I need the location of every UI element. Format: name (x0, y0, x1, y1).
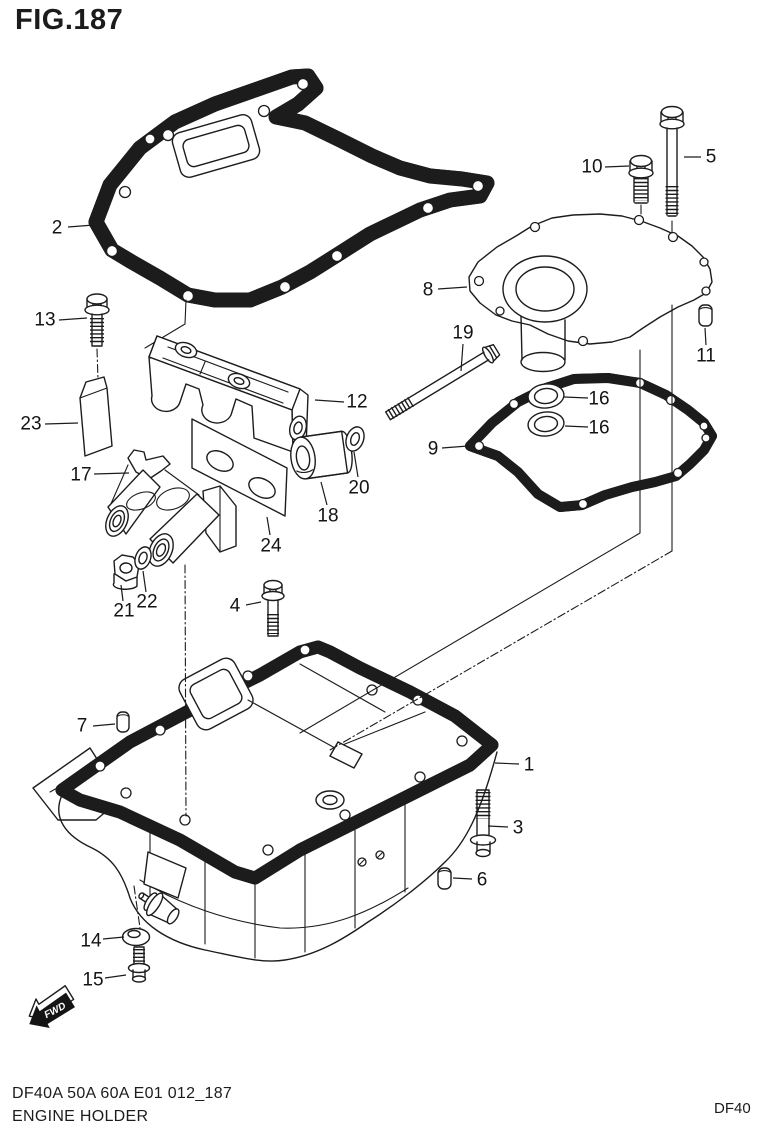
callout-leader-6 (452, 877, 473, 880)
footer-figure-title: ENGINE HOLDER (12, 1108, 149, 1125)
callout-leader-7 (92, 723, 116, 727)
pin-6-drawing (437, 867, 452, 890)
bolt-5-drawing (659, 105, 685, 217)
body-bolt-holes (94, 644, 468, 856)
part-number-24: 24 (260, 536, 282, 557)
part-number-15: 15 (82, 970, 103, 991)
callout-leader-16 (563, 396, 589, 399)
anode-14-drawing (121, 892, 180, 947)
part-number-19: 19 (452, 323, 473, 344)
centerline-14-15 (133, 885, 141, 929)
callout-leader-14 (102, 936, 125, 940)
centerline-13-23 (96, 348, 99, 381)
part-number-20: 20 (348, 478, 369, 499)
footer-model-codes: DF40A 50A 60A E01 012_187 (12, 1085, 233, 1102)
callout-leader-21 (120, 584, 124, 602)
callout-leader-13 (58, 317, 88, 321)
part-number-4: 4 (230, 596, 241, 617)
bolt-4-drawing (261, 579, 285, 637)
gasket-2-bolt-holes (105, 77, 485, 303)
seal-16-lower-drawing (527, 411, 565, 437)
engine-mount-12-drawing (148, 335, 309, 453)
part-number-5: 5 (706, 147, 717, 168)
gasket-9-drawing (465, 373, 717, 512)
callout-leader-11 (704, 327, 707, 346)
mount-plate-24-drawing (191, 418, 288, 517)
callout-leader-16 (564, 425, 589, 428)
seal-16-upper-drawing (527, 383, 565, 409)
alignment-lines (184, 204, 673, 817)
bolt-15-drawing (127, 946, 151, 983)
callout-leader-18 (320, 481, 328, 506)
pin-7-drawing (116, 711, 130, 733)
part-number-22: 22 (136, 592, 157, 613)
bolt-3-drawing (469, 789, 497, 858)
part-number-18: 18 (317, 506, 338, 527)
dowel-pin-11-drawing (698, 304, 713, 327)
body-skirt (58, 751, 498, 962)
callout-leader-20 (353, 451, 359, 478)
cover-plate-8-drawing (468, 213, 713, 373)
part-number-2: 2 (52, 218, 63, 239)
callout-leader-15 (104, 974, 127, 979)
part-number-13: 13 (34, 310, 55, 331)
plate-23-drawing (79, 376, 113, 457)
part-number-1: 1 (524, 755, 535, 776)
part-number-14: 14 (80, 931, 102, 952)
page-code: DF40 (714, 1100, 751, 1117)
part-number-23: 23 (20, 414, 41, 435)
callout-leader-12 (314, 399, 345, 403)
callout-leader-2 (67, 224, 95, 228)
part-number-3: 3 (513, 818, 524, 839)
callout-leader-10 (604, 165, 630, 168)
callout-leader-1 (494, 762, 520, 765)
part-number-16: 16 (588, 418, 609, 439)
callout-leader-23 (44, 422, 79, 425)
callout-leader-24 (266, 516, 271, 536)
callout-leader-19 (460, 343, 464, 372)
bushing-18-drawing (290, 430, 353, 480)
part-number-8: 8 (423, 280, 434, 301)
gasket-2-port-ring (171, 114, 261, 178)
part-number-11: 11 (696, 346, 716, 367)
fwd-arrow: FWD (28, 985, 75, 1029)
callout-leader-22 (142, 570, 147, 593)
callout-leader-3 (487, 825, 509, 828)
bolt-19-drawing (384, 343, 501, 421)
figure-number: FIG.187 (15, 4, 124, 36)
callout-leader-8 (437, 286, 468, 290)
engine-mount-17-drawing (105, 449, 237, 567)
engine-holder-body-drawing (32, 640, 499, 962)
washer-22-drawing (134, 546, 152, 570)
body-screw-details (357, 850, 385, 867)
part-number-16: 16 (588, 389, 609, 410)
gasket-2-drawing (88, 68, 495, 308)
bolt-13-drawing (84, 293, 110, 347)
part-number-7: 7 (77, 716, 88, 737)
bolt-10-drawing (628, 154, 654, 204)
part-number-21: 21 (113, 601, 134, 622)
part-number-6: 6 (477, 870, 488, 891)
body-mount-opening (178, 657, 254, 731)
part-number-10: 10 (581, 157, 602, 178)
callout-leader-17 (93, 472, 130, 475)
washer-20-drawing (345, 426, 365, 452)
callout-leader-9 (441, 445, 469, 449)
part-number-12: 12 (346, 392, 367, 413)
callout-leader-4 (245, 601, 262, 606)
part-number-17: 17 (70, 465, 91, 486)
part-number-9: 9 (428, 439, 439, 460)
